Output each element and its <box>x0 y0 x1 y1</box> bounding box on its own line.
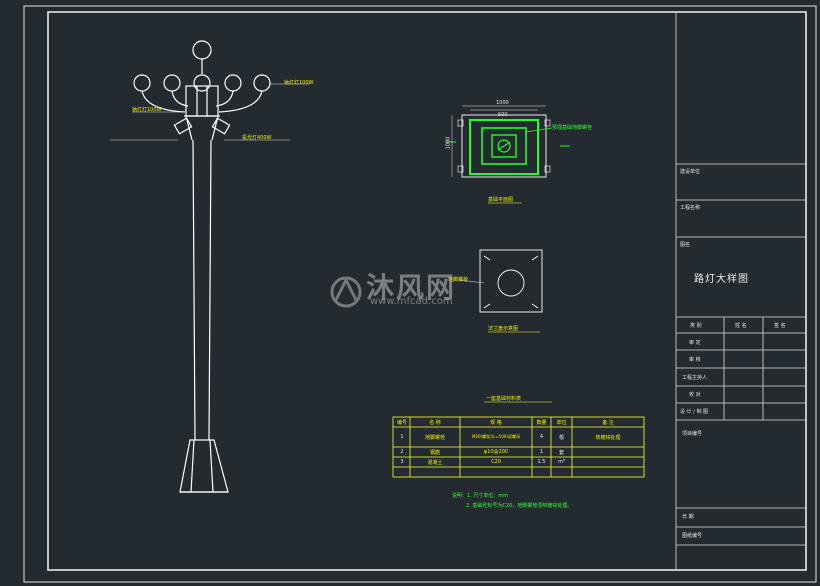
col-name: 姓 名 <box>735 323 747 329</box>
table-header-name: 名 称 <box>429 420 441 426</box>
row-drawing-no: 图纸编号 <box>682 533 703 539</box>
flange-label: 地脚螺栓 <box>448 277 469 283</box>
material-table-grid <box>392 416 645 478</box>
watermark-brand: 沐风网 <box>366 271 457 304</box>
row-design: 设 计 / 制 图 <box>680 409 709 415</box>
watermark-url: www.mfcad.com <box>370 296 453 307</box>
table-cell: M20(螺栓)(L=500)双螺母 <box>472 434 520 439</box>
label-left-lamp: 钠灯灯100W <box>132 107 162 113</box>
table-header-qty: 数量 <box>536 420 547 426</box>
dim-inner: 500 <box>498 112 508 118</box>
row-audit: 审 核 <box>689 357 701 363</box>
table-cell: 4 <box>539 434 544 440</box>
table-cell: 根 <box>558 435 564 441</box>
table-cell: 热镀锌处理 <box>595 435 621 441</box>
lamp-left-inner <box>163 74 181 92</box>
row-check: 校 对 <box>689 392 701 398</box>
material-table-title: 一座基础材料表 <box>486 396 522 402</box>
table-cell: m³ <box>558 459 565 465</box>
label-project-name: 工程名称 <box>680 205 701 211</box>
projector-left <box>173 117 193 135</box>
label-construction-unit: 建设单位 <box>680 169 701 175</box>
table-row: 3 <box>400 459 404 465</box>
table-cell: 套 <box>558 450 564 456</box>
lamp-top <box>192 40 212 60</box>
drawing-title: 路灯大样图 <box>694 274 749 285</box>
table-cell: 1 <box>539 449 544 455</box>
row-review: 审 定 <box>689 340 701 346</box>
row-date: 日 期 <box>682 514 694 520</box>
lamp-left-outer <box>133 74 151 92</box>
table-cell: C20 <box>491 459 501 465</box>
table-row: 1 <box>400 434 404 440</box>
dim-top: 1000 <box>496 100 509 106</box>
projector-right <box>211 117 231 135</box>
table-cell: 1.5 <box>537 459 546 465</box>
foundation-note: 预埋基础地脚螺栓 <box>552 125 593 131</box>
watermark: 沐风网 www.mfcad.com <box>330 266 457 307</box>
title-block <box>675 12 806 570</box>
table-row: 2 <box>400 449 404 455</box>
row-project-lead: 工程主持人 <box>682 375 708 381</box>
table-header-unit: 单位 <box>556 420 567 426</box>
label-drawing-name: 图名 <box>680 242 691 248</box>
note-line-2: 2. 基础砼标号为C20，地脚螺栓须热镀锌处理。 <box>466 503 573 509</box>
table-cell: 地脚螺栓 <box>424 435 445 441</box>
dim-side: 1000 <box>445 136 452 150</box>
table-cell: 钢筋 <box>429 450 440 456</box>
lamp-right-outer <box>253 74 271 92</box>
label-top-lamp: 钠灯灯100W <box>284 80 314 86</box>
table-header-no: 编号 <box>396 420 407 426</box>
flange-plate <box>459 249 543 313</box>
foundation-plan-title: 基础平面图 <box>488 197 514 203</box>
pole-base <box>179 439 229 493</box>
table-header-spec: 规 格 <box>490 420 502 426</box>
table-header-remark: 备 注 <box>602 420 614 426</box>
table-cell: 混凝土 <box>427 460 443 466</box>
outer-frame <box>23 5 817 583</box>
lamp-center <box>193 74 211 92</box>
note-line-1: 说明：1. 尺寸单位：mm <box>452 493 509 499</box>
watermark-logo-icon <box>330 276 362 308</box>
street-lamp-pole <box>133 40 271 493</box>
foundation-plan <box>446 105 570 178</box>
col-signature: 签 名 <box>774 323 786 329</box>
inner-frame <box>47 11 807 571</box>
flange-title: 法兰盘示意图 <box>488 326 519 332</box>
label-projector-lamp: 投光灯400W <box>242 135 272 141</box>
lamp-right-inner <box>224 74 242 92</box>
col-category: 类 别 <box>690 323 702 329</box>
row-project-no: 项目编号 <box>682 431 703 437</box>
table-cell: φ10@200 <box>483 449 509 455</box>
